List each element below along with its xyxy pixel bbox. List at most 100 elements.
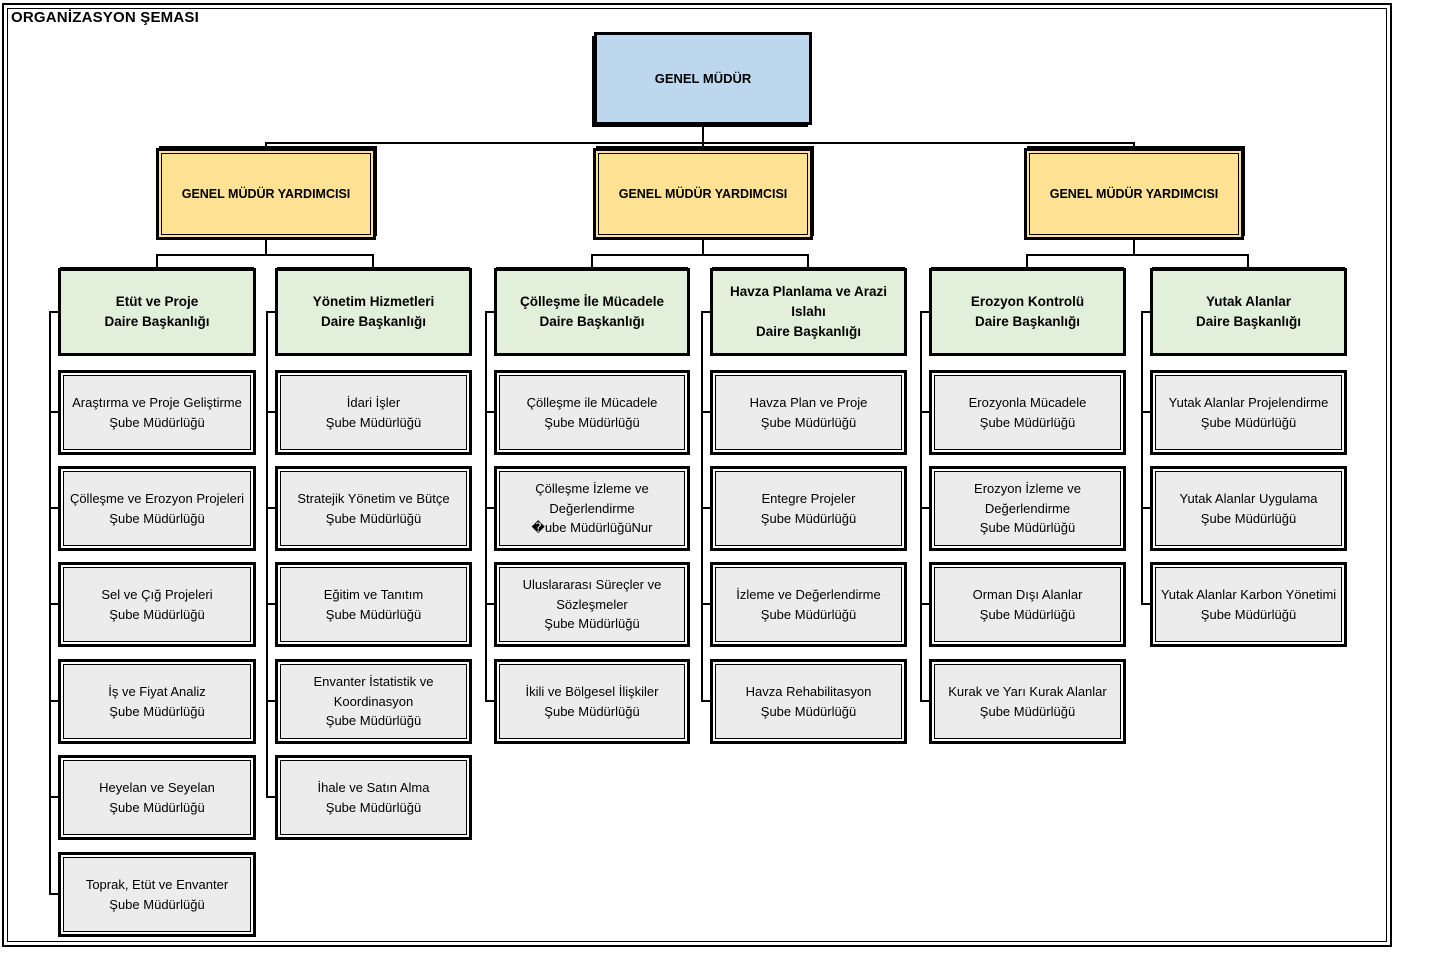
- connector-stub: [485, 411, 494, 413]
- connector-line: [1247, 254, 1249, 269]
- connector-stub: [920, 507, 929, 509]
- department-node: Yutak Alanlar Daire Başkanlığı: [1150, 268, 1347, 356]
- department-label: Yönetim Hizmetleri Daire Başkanlığı: [312, 293, 435, 329]
- connector-stub: [49, 796, 58, 798]
- sub-label: İzleme ve Değerlendirme Şube Müdürlüğü: [736, 587, 881, 622]
- department-node: Etüt ve Proje Daire Başkanlığı: [58, 268, 256, 356]
- sub-label: İhale ve Satın Alma Şube Müdürlüğü: [317, 780, 430, 815]
- sub-node: Havza Plan ve Proje Şube Müdürlüğü: [710, 370, 907, 455]
- connector-stub: [266, 411, 275, 413]
- connector-stub: [920, 700, 929, 702]
- sub-label: Yutak Alanlar Karbon Yönetimi Şube Müdür…: [1160, 587, 1337, 622]
- sub-label: İdari İşler Şube Müdürlüğü: [325, 395, 422, 430]
- connector-stub: [49, 411, 58, 413]
- sub-label: Stratejik Yönetim ve Bütçe Şube Müdürlüğ…: [297, 491, 450, 526]
- connector-stub: [266, 311, 275, 313]
- sub-node: İzleme ve Değerlendirme Şube Müdürlüğü: [710, 562, 907, 647]
- connector-line: [1026, 254, 1249, 256]
- sub-node: Orman Dışı Alanlar Şube Müdürlüğü: [929, 562, 1126, 647]
- page-border-outer: [2, 3, 1392, 947]
- connector-stub: [701, 700, 710, 702]
- sub-label: Havza Rehabilitasyon Şube Müdürlüğü: [745, 684, 872, 719]
- connector-stub: [485, 603, 494, 605]
- sub-label: Entegre Projeler Şube Müdürlüğü: [760, 491, 857, 526]
- sub-node: Envanter İstatistik ve Koordinasyon Şube…: [275, 659, 472, 744]
- connector-line: [807, 254, 809, 269]
- sub-node: Sel ve Çığ Projeleri Şube Müdürlüğü: [58, 562, 256, 647]
- sub-label: Erozyonla Mücadele Şube Müdürlüğü: [968, 395, 1087, 430]
- sub-node: Erozyon İzleme ve Değerlendirme Şube Müd…: [929, 466, 1126, 551]
- connector-line: [1026, 254, 1028, 269]
- connector-stub: [1141, 411, 1150, 413]
- connector-line: [372, 254, 374, 269]
- connector-line: [702, 125, 704, 150]
- sub-node: İş ve Fiyat Analiz Şube Müdürlüğü: [58, 659, 256, 744]
- connector-stub: [701, 311, 710, 313]
- connector-stub: [485, 311, 494, 313]
- connector-stub: [266, 700, 275, 702]
- sub-node: Erozyonla Mücadele Şube Müdürlüğü: [929, 370, 1126, 455]
- department-column: Yutak Alanlar Daire Başkanlığı Yutak Ala…: [1141, 268, 1347, 653]
- connector-stub: [920, 311, 929, 313]
- sub-node: Heyelan ve Seyelan Şube Müdürlüğü: [58, 755, 256, 840]
- sub-node: Toprak, Etüt ve Envanter Şube Müdürlüğü: [58, 852, 256, 937]
- sub-node: Yutak Alanlar Karbon Yönetimi Şube Müdür…: [1150, 562, 1347, 647]
- sub-node: Çölleşme ile Mücadele Şube Müdürlüğü: [494, 370, 690, 455]
- deputy-node: GENEL MÜDÜR YARDIMCISI: [593, 148, 813, 240]
- connector-line: [591, 254, 593, 269]
- root-node: GENEL MÜDÜR: [594, 32, 812, 125]
- department-label: Çölleşme İle Mücadele Daire Başkanlığı: [519, 293, 665, 329]
- chart-title: ORGANİZASYON ŞEMASI: [11, 9, 199, 26]
- sub-label: Çölleşme İzleme ve Değerlendirme �ube Mü…: [531, 481, 653, 536]
- connector-rail: [701, 311, 703, 702]
- sub-label: Orman Dışı Alanlar Şube Müdürlüğü: [972, 587, 1083, 622]
- department-label: Yutak Alanlar Daire Başkanlığı: [1195, 293, 1302, 329]
- sub-node: Kurak ve Yarı Kurak Alanlar Şube Müdürlü…: [929, 659, 1126, 744]
- sub-label: İkili ve Bölgesel İlişkiler Şube Müdürlü…: [525, 684, 659, 719]
- connector-stub: [485, 507, 494, 509]
- connector-line: [265, 142, 267, 150]
- connector-line: [265, 142, 1135, 144]
- connector-rail: [1141, 311, 1143, 605]
- connector-stub: [49, 311, 58, 313]
- connector-stub: [1141, 311, 1150, 313]
- sub-label: Çölleşme ile Mücadele Şube Müdürlüğü: [526, 395, 658, 430]
- connector-stub: [266, 603, 275, 605]
- sub-label: Heyelan ve Seyelan Şube Müdürlüğü: [99, 780, 215, 815]
- department-column: Yönetim Hizmetleri Daire Başkanlığı İdar…: [266, 268, 472, 843]
- connector-rail: [266, 311, 268, 798]
- department-label: Etüt ve Proje Daire Başkanlığı: [104, 293, 210, 329]
- connector-stub: [920, 411, 929, 413]
- sub-label: Araştırma ve Proje Geliştirme Şube Müdür…: [72, 395, 242, 430]
- department-label: Havza Planlama ve Arazi Islahı Daire Baş…: [729, 283, 888, 340]
- sub-node: İdari İşler Şube Müdürlüğü: [275, 370, 472, 455]
- deputy-node-label: GENEL MÜDÜR YARDIMCISI: [1049, 186, 1219, 201]
- connector-stub: [1141, 507, 1150, 509]
- root-node-label: GENEL MÜDÜR: [654, 70, 752, 86]
- connector-line: [265, 240, 267, 256]
- sub-label: Çölleşme ve Erozyon Projeleri Şube Müdür…: [69, 491, 245, 526]
- sub-node: Araştırma ve Proje Geliştirme Şube Müdür…: [58, 370, 256, 455]
- deputy-node: GENEL MÜDÜR YARDIMCISI: [156, 148, 376, 240]
- department-node: Çölleşme İle Mücadele Daire Başkanlığı: [494, 268, 690, 356]
- connector-stub: [701, 411, 710, 413]
- sub-node: Entegre Projeler Şube Müdürlüğü: [710, 466, 907, 551]
- connector-stub: [266, 796, 275, 798]
- sub-node: Çölleşme ve Erozyon Projeleri Şube Müdür…: [58, 466, 256, 551]
- connector-line: [1133, 240, 1135, 256]
- sub-label: Havza Plan ve Proje Şube Müdürlüğü: [749, 395, 868, 430]
- department-node: Yönetim Hizmetleri Daire Başkanlığı: [275, 268, 472, 356]
- deputy-node: GENEL MÜDÜR YARDIMCISI: [1024, 148, 1244, 240]
- connector-stub: [701, 507, 710, 509]
- connector-stub: [49, 893, 58, 895]
- sub-node: Havza Rehabilitasyon Şube Müdürlüğü: [710, 659, 907, 744]
- connector-line: [1133, 142, 1135, 150]
- sub-node: Yutak Alanlar Projelendirme Şube Müdürlü…: [1150, 370, 1347, 455]
- connector-line: [156, 254, 158, 269]
- sub-node: Eğitim ve Tanıtım Şube Müdürlüğü: [275, 562, 472, 647]
- connector-line: [591, 254, 809, 256]
- connector-stub: [266, 507, 275, 509]
- sub-label: Eğitim ve Tanıtım Şube Müdürlüğü: [323, 587, 424, 622]
- department-column: Erozyon Kontrolü Daire Başkanlığı Erozyo…: [920, 268, 1126, 748]
- sub-node: Çölleşme İzleme ve Değerlendirme �ube Mü…: [494, 466, 690, 551]
